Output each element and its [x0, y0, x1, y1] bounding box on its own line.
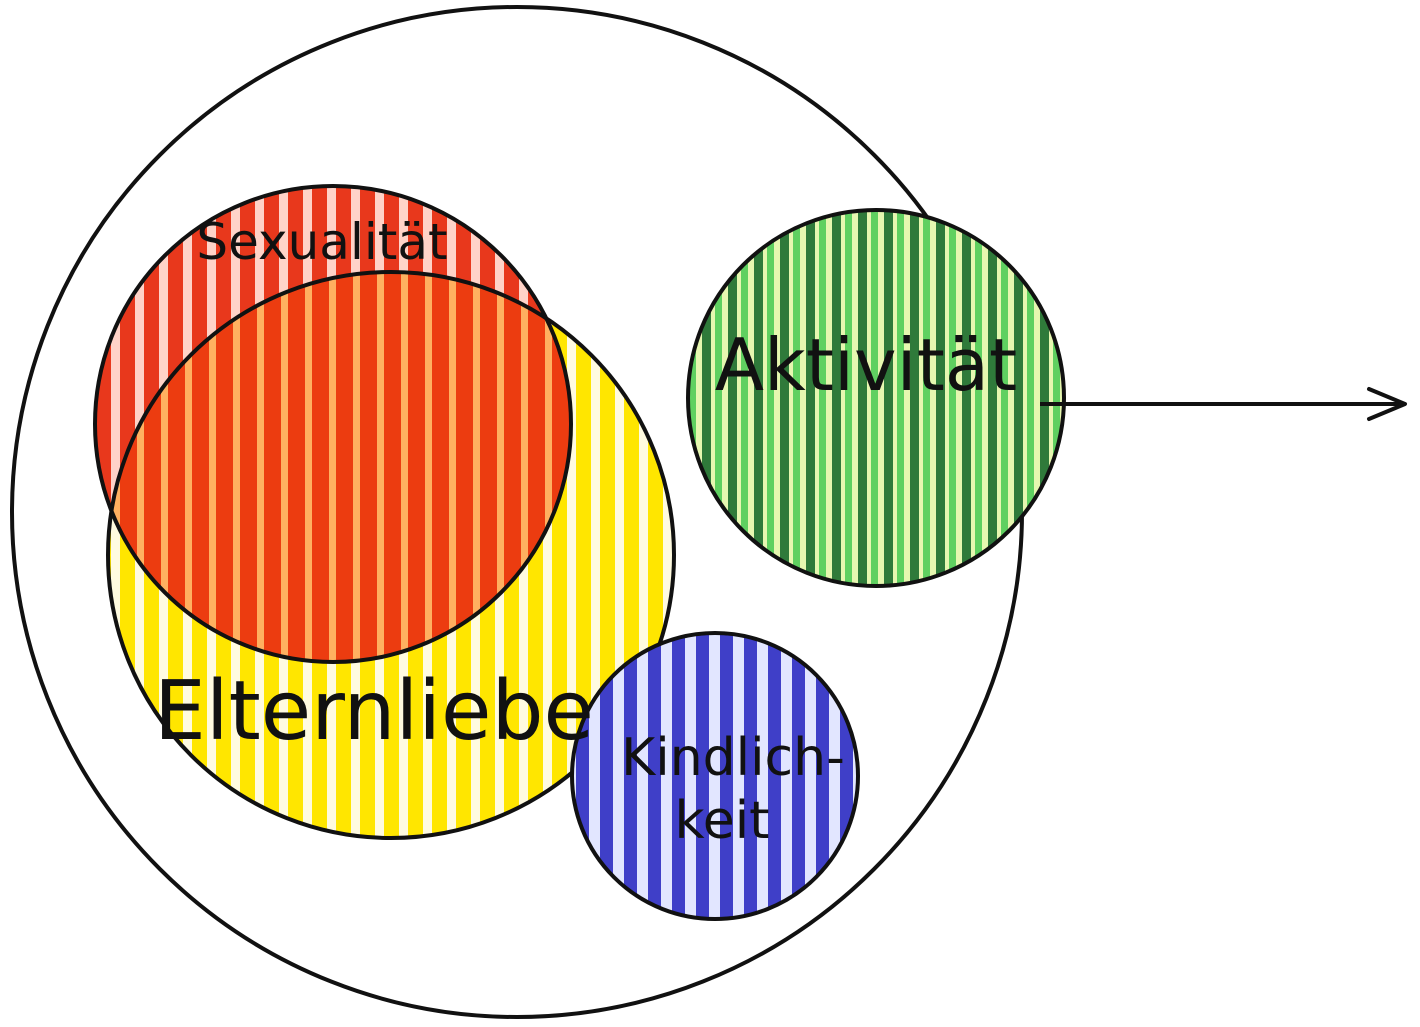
label-sexualitaet: Sexualität	[196, 213, 447, 271]
aktivitaet-outline	[686, 208, 1066, 588]
arrow-head	[1367, 387, 1407, 421]
label-elternliebe: Elternliebe	[154, 664, 594, 759]
overlap-region	[108, 272, 571, 662]
label-aktivitaet: Aktivität	[715, 323, 1017, 407]
elternliebe-outline	[106, 270, 676, 840]
aktivitaet-circle	[688, 210, 1064, 586]
label-kindlichkeit-line2: keit	[674, 791, 769, 851]
label-kindlichkeit-line1: Kindlich-	[621, 728, 845, 788]
kindlichkeit-circle	[572, 633, 858, 919]
kindlichkeit-outline	[570, 631, 860, 921]
sexualitaet-outline	[93, 184, 573, 664]
